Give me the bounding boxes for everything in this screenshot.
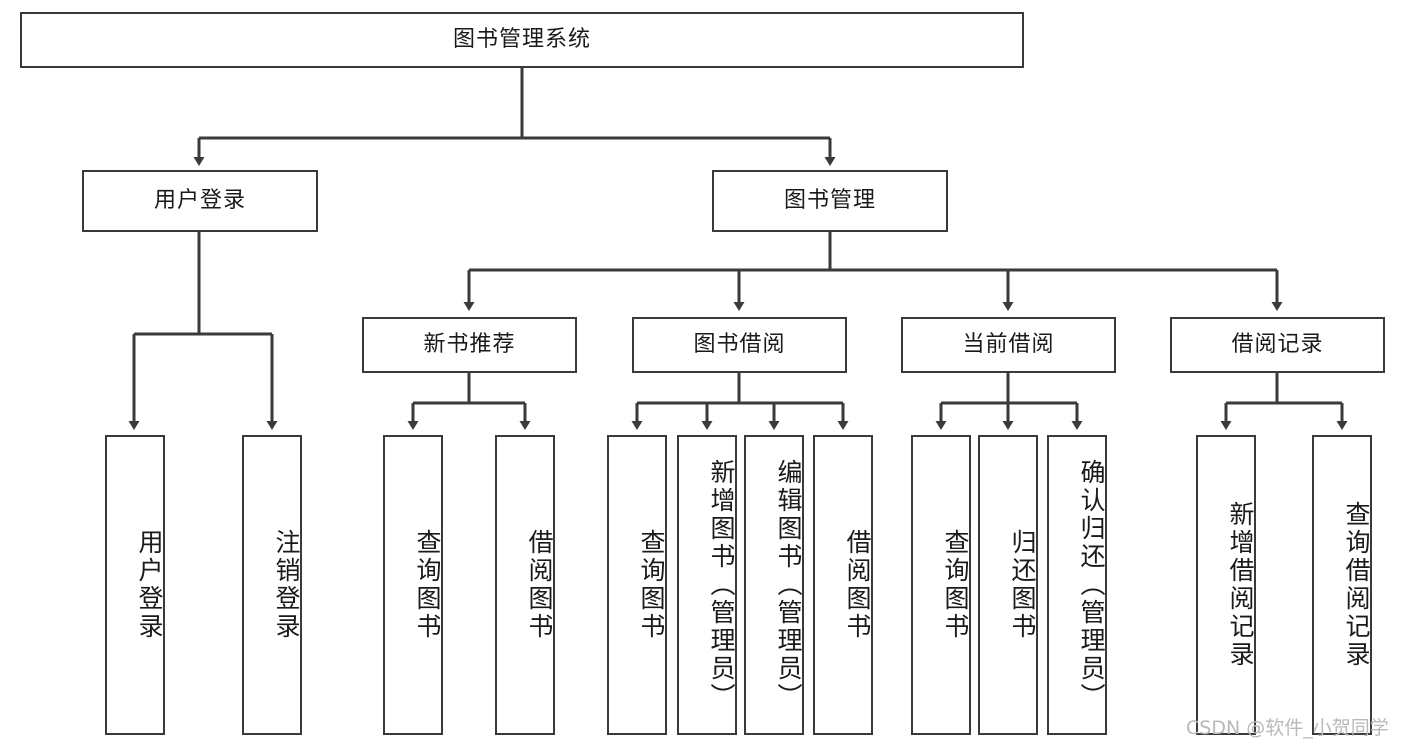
node-user-login-label: 用户登录 xyxy=(153,187,246,213)
node-leaf-borrow-book-rec-label: 借阅图书 xyxy=(525,529,554,641)
node-borrow-record-label: 借阅记录 xyxy=(1231,331,1324,357)
node-leaf-borrow-book-label: 借阅图书 xyxy=(843,529,872,641)
node-new-book-rec-label: 新书推荐 xyxy=(423,331,516,357)
node-current-borrow[interactable]: 当前借阅 xyxy=(901,317,1116,373)
node-leaf-logout-label: 注销登录 xyxy=(272,529,301,641)
csdn-watermark: CSDN @软件_小贺同学 xyxy=(1186,717,1389,739)
node-leaf-query-book-borrow-label: 查询图书 xyxy=(637,529,666,641)
node-leaf-add-record-label: 新增借阅记录 xyxy=(1226,501,1255,669)
node-leaf-confirm-return-label: 确认归还（管理员） xyxy=(1077,459,1106,711)
node-root[interactable]: 图书管理系统 xyxy=(20,12,1024,68)
node-leaf-logout[interactable]: 注销登录 xyxy=(242,435,302,735)
node-leaf-edit-book-label: 编辑图书（管理员） xyxy=(774,459,803,711)
node-leaf-add-book[interactable]: 新增图书（管理员） xyxy=(677,435,737,735)
node-root-label: 图书管理系统 xyxy=(452,26,591,52)
node-leaf-query-book-rec[interactable]: 查询图书 xyxy=(383,435,443,735)
node-leaf-edit-book[interactable]: 编辑图书（管理员） xyxy=(744,435,804,735)
node-leaf-add-book-label: 新增图书（管理员） xyxy=(707,459,736,711)
node-leaf-user-login-label: 用户登录 xyxy=(135,529,164,641)
node-current-borrow-label: 当前借阅 xyxy=(962,331,1055,357)
node-leaf-user-login[interactable]: 用户登录 xyxy=(105,435,165,735)
node-leaf-add-record[interactable]: 新增借阅记录 xyxy=(1196,435,1256,735)
node-book-borrow-label: 图书借阅 xyxy=(693,331,786,357)
node-leaf-return-book-label: 归还图书 xyxy=(1008,529,1037,641)
node-leaf-query-book-rec-label: 查询图书 xyxy=(413,529,442,641)
node-leaf-borrow-book-rec[interactable]: 借阅图书 xyxy=(495,435,555,735)
node-user-login[interactable]: 用户登录 xyxy=(82,170,318,232)
node-leaf-query-record-label: 查询借阅记录 xyxy=(1342,501,1371,669)
node-leaf-return-book[interactable]: 归还图书 xyxy=(978,435,1038,735)
node-leaf-borrow-book[interactable]: 借阅图书 xyxy=(813,435,873,735)
node-new-book-rec[interactable]: 新书推荐 xyxy=(362,317,577,373)
node-book-manage-label: 图书管理 xyxy=(783,187,876,213)
node-book-manage[interactable]: 图书管理 xyxy=(712,170,948,232)
node-borrow-record[interactable]: 借阅记录 xyxy=(1170,317,1385,373)
node-leaf-query-record[interactable]: 查询借阅记录 xyxy=(1312,435,1372,735)
node-leaf-query-book-current[interactable]: 查询图书 xyxy=(911,435,971,735)
node-book-borrow[interactable]: 图书借阅 xyxy=(632,317,847,373)
node-leaf-query-book-current-label: 查询图书 xyxy=(941,529,970,641)
node-leaf-query-book-borrow[interactable]: 查询图书 xyxy=(607,435,667,735)
node-leaf-confirm-return[interactable]: 确认归还（管理员） xyxy=(1047,435,1107,735)
